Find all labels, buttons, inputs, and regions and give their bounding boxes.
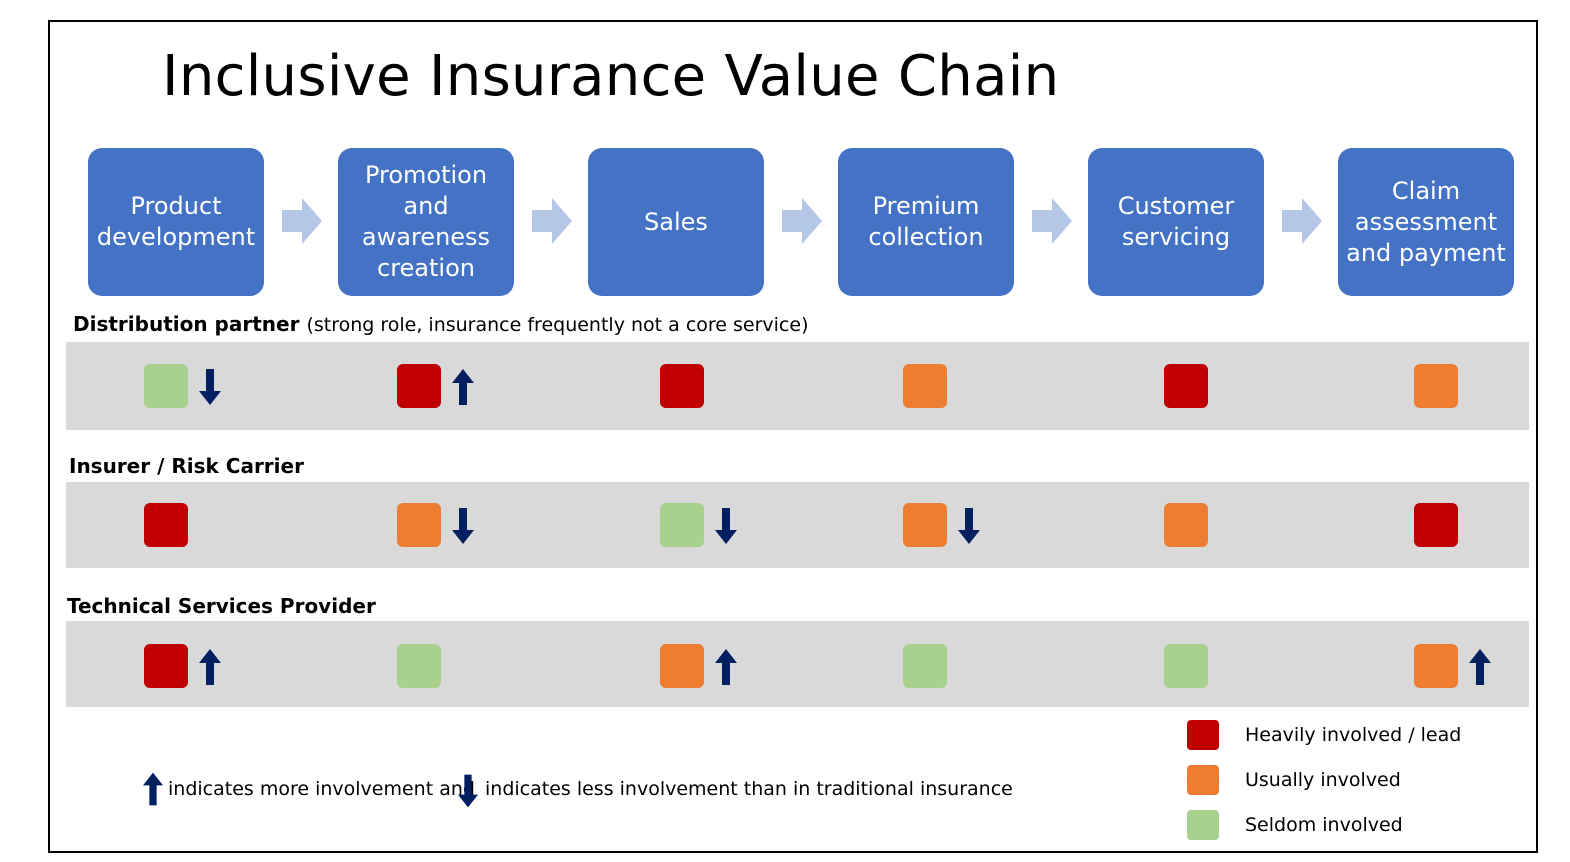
involvement-usual-marker — [903, 503, 947, 547]
involvement-seldom-marker — [397, 644, 441, 688]
arrow-up-icon — [1469, 649, 1491, 685]
involvement-usual-marker — [1414, 644, 1458, 688]
involvement-usual-marker — [1414, 364, 1458, 408]
flow-arrow-icon — [782, 198, 822, 244]
legend-swatch-seldom — [1187, 810, 1219, 840]
stage-label: Product development — [96, 192, 256, 251]
involvement-seldom-marker — [660, 503, 704, 547]
legend-swatch-heavy — [1187, 720, 1219, 750]
involvement-seldom-marker — [903, 644, 947, 688]
stage-label: Promotion and awareness creation — [361, 161, 491, 282]
diagram-title: Inclusive Insurance Value Chain — [162, 44, 1060, 109]
stage-promotion: Promotion and awareness creation — [338, 148, 514, 296]
legend-label: Usually involved — [1245, 769, 1401, 791]
legend-swatch-usual — [1187, 765, 1219, 795]
involvement-seldom-marker — [144, 364, 188, 408]
diagram-frame — [48, 20, 1538, 853]
arrow-down-icon — [958, 508, 980, 544]
row-label-distribution-partner: Distribution partner (strong role, insur… — [73, 312, 808, 336]
arrow-up-icon — [452, 369, 474, 405]
involvement-heavy-marker — [144, 644, 188, 688]
row-band-technical-services — [66, 621, 1529, 707]
arrow-up-icon — [715, 649, 737, 685]
arrow-up-icon — [143, 772, 163, 806]
row-subtitle: (strong role, insurance frequently not a… — [306, 314, 809, 336]
legend-label: Seldom involved — [1245, 814, 1403, 836]
row-band-distribution-partner — [66, 342, 1529, 430]
involvement-heavy-marker — [1164, 364, 1208, 408]
flow-arrow-icon — [282, 198, 322, 244]
arrow-down-icon — [199, 369, 221, 405]
involvement-heavy-marker — [660, 364, 704, 408]
arrow-down-icon — [452, 508, 474, 544]
flow-arrow-icon — [1282, 198, 1322, 244]
arrow-up-icon — [199, 649, 221, 685]
stage-label: Premium collection — [868, 192, 984, 251]
row-label-technical-services: Technical Services Provider — [67, 594, 376, 618]
legend-label: Heavily involved / lead — [1245, 724, 1462, 746]
row-name: Insurer / Risk Carrier — [69, 454, 304, 478]
involvement-usual-marker — [397, 503, 441, 547]
involvement-heavy-marker — [397, 364, 441, 408]
row-band-insurer — [66, 482, 1529, 568]
note-more-text: indicates more involvement and — [168, 778, 475, 800]
stage-label: Sales — [644, 207, 708, 236]
row-label-insurer: Insurer / Risk Carrier — [69, 454, 304, 478]
stage-product-development: Product development — [88, 148, 264, 296]
arrow-down-icon — [458, 774, 478, 808]
stage-claim-assessment: Claim assessment and payment — [1338, 148, 1514, 296]
stage-label: Customer servicing — [1117, 192, 1235, 251]
note-less-text: indicates less involvement than in tradi… — [485, 778, 1013, 800]
stage-sales: Sales — [588, 148, 764, 296]
row-name: Technical Services Provider — [67, 594, 376, 618]
row-name: Distribution partner — [73, 312, 300, 336]
arrow-down-icon — [715, 508, 737, 544]
involvement-usual-marker — [903, 364, 947, 408]
stage-premium-collection: Premium collection — [838, 148, 1014, 296]
involvement-seldom-marker — [1164, 644, 1208, 688]
flow-arrow-icon — [1032, 198, 1072, 244]
stage-customer-servicing: Customer servicing — [1088, 148, 1264, 296]
flow-arrow-icon — [532, 198, 572, 244]
involvement-usual-marker — [1164, 503, 1208, 547]
involvement-heavy-marker — [144, 503, 188, 547]
stage-label: Claim assessment and payment — [1346, 176, 1506, 267]
involvement-usual-marker — [660, 644, 704, 688]
involvement-heavy-marker — [1414, 503, 1458, 547]
